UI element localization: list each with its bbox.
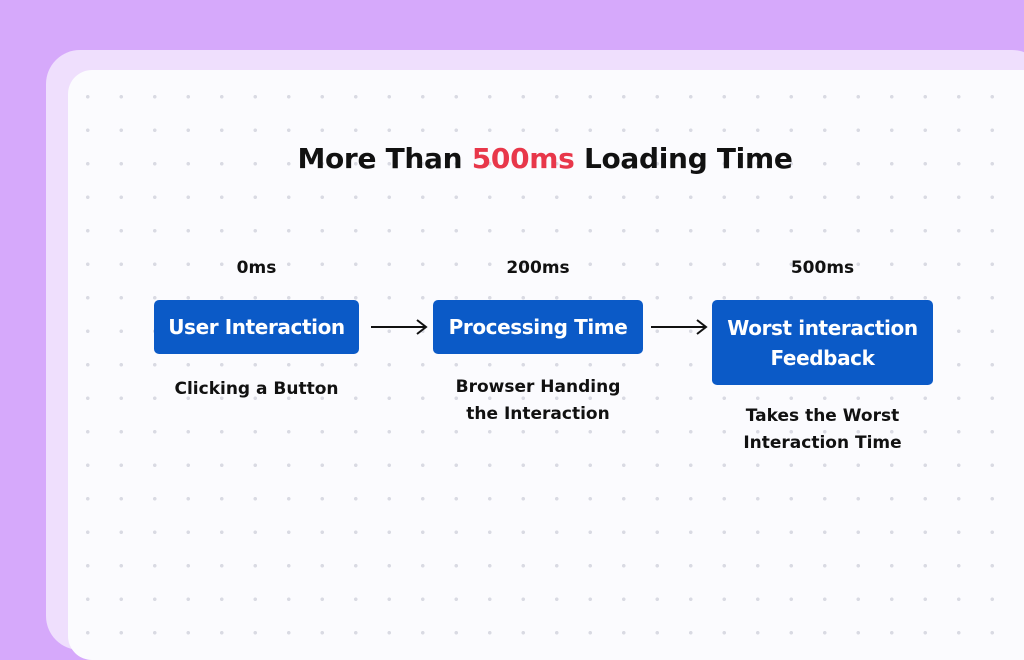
- caption-line: the Interaction: [466, 404, 610, 424]
- caption-line: Clicking a Button: [174, 379, 339, 399]
- step-box-label: Feedback: [770, 345, 875, 370]
- arrow-right-icon: [651, 319, 708, 335]
- caption-processing-time: Browser Handing the Interaction: [413, 374, 663, 428]
- step-box-worst-interaction-feedback: Worst interaction Feedback: [712, 300, 933, 385]
- time-label-200ms: 200ms: [506, 258, 570, 278]
- caption-line: Takes the Worst: [745, 406, 900, 426]
- step-box-label: Worst interaction: [727, 315, 918, 340]
- caption-line: Interaction Time: [743, 433, 902, 453]
- arrow-right-icon: [371, 319, 428, 335]
- page-title: More Than 500ms Loading Time: [0, 142, 1024, 175]
- title-suffix: Loading Time: [574, 142, 793, 175]
- caption-line: Browser Handing: [455, 377, 621, 397]
- title-prefix: More Than: [297, 142, 472, 175]
- time-label-500ms: 500ms: [790, 258, 855, 278]
- step-box-user-interaction: User Interaction: [154, 300, 359, 354]
- step-box-label: Processing Time: [448, 315, 628, 339]
- time-label-0ms: 0ms: [236, 258, 277, 278]
- step-box-label: User Interaction: [168, 315, 345, 339]
- caption-user-interaction: Clicking a Button: [134, 376, 379, 403]
- step-box-processing-time: Processing Time: [433, 300, 643, 354]
- title-highlight: 500ms: [471, 142, 575, 175]
- caption-worst-interaction: Takes the Worst Interaction Time: [697, 403, 948, 457]
